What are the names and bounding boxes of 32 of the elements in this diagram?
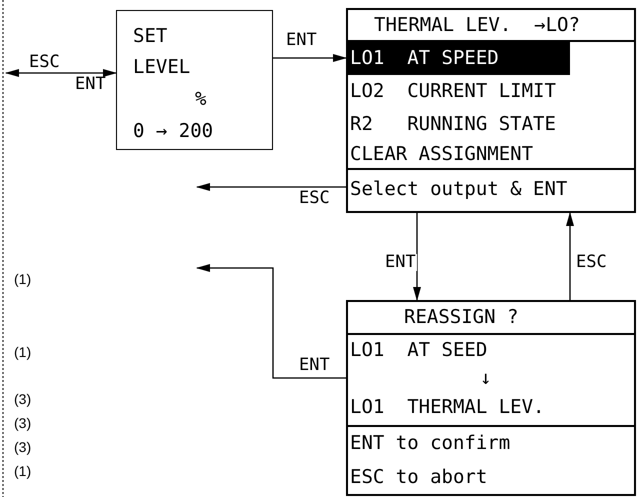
footnote-mark: (3): [14, 440, 32, 454]
arrow: [196, 183, 346, 191]
display-screen: [116, 10, 273, 150]
selected-menu-item: LO1 AT SPEED: [348, 42, 570, 75]
screen-title: REASSIGN ?: [348, 302, 634, 335]
prompt-text: ENT to confirm: [349, 431, 512, 456]
footnote-mark: (1): [14, 272, 32, 286]
display-screen: [346, 300, 636, 496]
arrow: [273, 54, 347, 62]
footnote-mark: (3): [14, 416, 32, 430]
screen-text: LEVEL: [132, 54, 192, 80]
menu-item: R2 RUNNING STATE: [349, 112, 557, 136]
menu-item: LO2 CURRENT LIMIT: [349, 79, 557, 104]
screen-text: LO1 THERMAL LEV.: [348, 391, 634, 427]
key-label: ENT: [75, 76, 106, 93]
edge-label: ENT: [384, 254, 417, 271]
footnote-mark: (1): [14, 464, 32, 478]
prompt-text: ESC to abort: [349, 464, 488, 490]
prompt-text: Select output & ENT: [349, 176, 568, 202]
footnote-mark: (1): [14, 345, 32, 359]
footnote-mark: (3): [14, 392, 32, 406]
arrow: [413, 213, 421, 301]
menu-item: CLEAR ASSIGNMENT: [348, 140, 634, 170]
range-text: 0 → 200: [132, 118, 214, 144]
arrow: [196, 264, 346, 379]
display-screen: [346, 8, 636, 213]
down-arrow-text: ↓: [479, 366, 492, 392]
screen-text: LO1 AT SEED: [349, 338, 488, 363]
arrow: [566, 212, 574, 300]
unit-text: %: [194, 86, 208, 112]
arrow: [5, 69, 117, 77]
screen-text: SET: [132, 24, 168, 48]
